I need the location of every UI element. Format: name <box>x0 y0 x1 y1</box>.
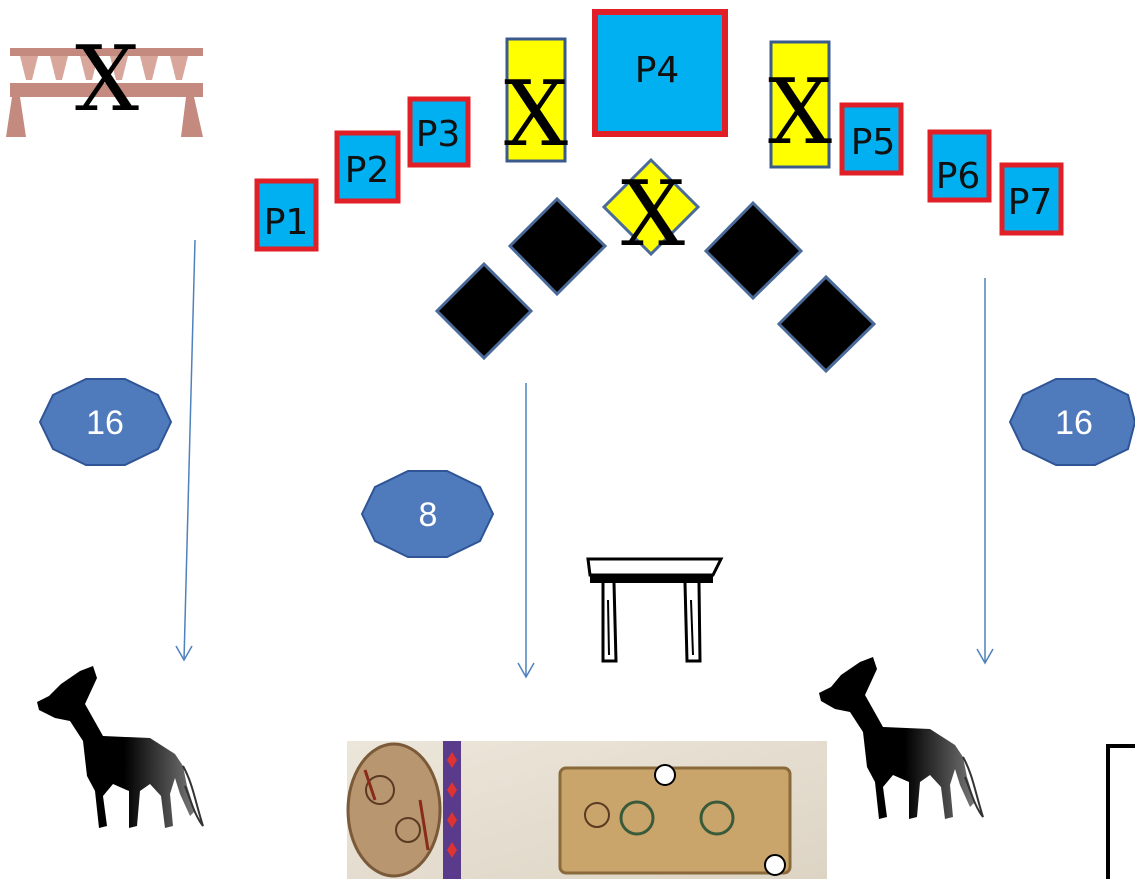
legend-box <box>1106 744 1135 879</box>
position-p5: P5 <box>839 102 904 176</box>
distance-badge-right: 16 <box>1008 378 1135 466</box>
bench-x-mark: X <box>75 27 139 132</box>
beaded-strip <box>443 741 461 879</box>
position-p2: P2 <box>334 130 401 204</box>
distance-badge-center-label: 8 <box>419 496 438 534</box>
distance-badge-right-label: 16 <box>1055 404 1093 442</box>
arrow-center <box>517 383 535 679</box>
position-p1-label: P1 <box>264 202 309 243</box>
position-p3-label: P3 <box>416 114 461 155</box>
distance-badge-left: 16 <box>38 378 173 466</box>
position-p4-label: P4 <box>635 50 680 91</box>
position-p7-label: P7 <box>1008 182 1053 223</box>
diamond-left-outer <box>434 261 534 361</box>
right-pillar-x-mark: X <box>768 60 832 165</box>
diamond-center <box>601 157 701 257</box>
diamond-right-outer <box>776 274 877 374</box>
left-pillar <box>505 37 567 163</box>
horse-icon-left <box>37 666 204 828</box>
right-pillar <box>769 40 831 169</box>
painted-hide <box>558 766 792 875</box>
arrow-left <box>175 239 196 662</box>
position-p5-label: P5 <box>851 122 896 163</box>
position-p6-label: P6 <box>936 156 981 197</box>
diamond-x-mark: X <box>621 162 685 267</box>
position-p3: P3 <box>407 96 471 168</box>
left-pillar-x-mark: X <box>504 62 568 167</box>
position-p6: P6 <box>927 129 992 203</box>
diamond-right-inner <box>703 200 804 301</box>
distance-badge-left-label: 16 <box>86 404 124 442</box>
position-p4: P4 <box>592 9 728 137</box>
horse-icon-right <box>819 657 984 819</box>
diamond-left-inner <box>507 196 608 297</box>
position-p2-label: P2 <box>345 150 390 191</box>
distance-badge-center: 8 <box>360 470 495 558</box>
bench-icon <box>6 48 203 137</box>
position-p7: P7 <box>999 162 1064 236</box>
diamond-chevron <box>434 157 877 374</box>
table-icon <box>586 557 724 663</box>
arrow-right <box>976 278 994 665</box>
position-p1: P1 <box>254 178 319 252</box>
painted-shield-mural <box>346 741 827 879</box>
shield-painting <box>346 742 442 878</box>
